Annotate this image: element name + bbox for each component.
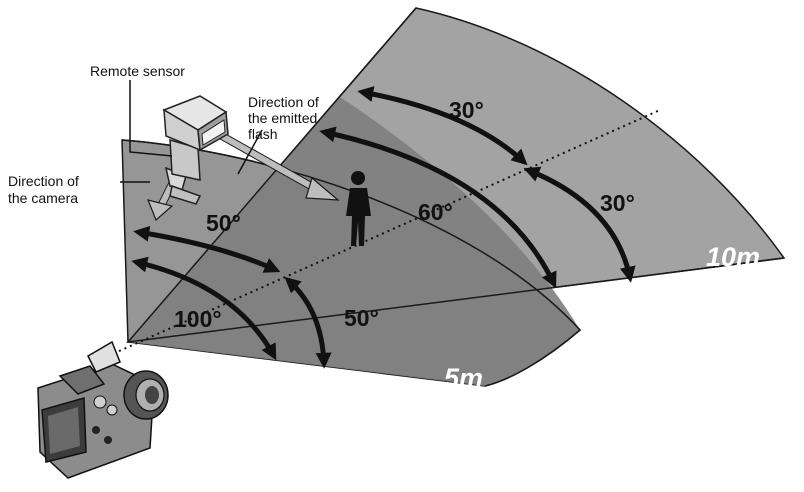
flash-direction-label-line2: the emitted [248,110,317,126]
flash-direction-arrowhead [305,176,340,201]
flash-direction-leader [237,129,263,175]
camera-direction-label-line2: the camera [8,190,78,206]
flash-unit-icon [162,95,229,205]
subject-person-icon [346,171,371,246]
angle-label-sensor-lower: 30° [600,190,635,216]
angle-label-sensor-upper: 30° [449,97,484,123]
flash-total-arrow [131,256,277,361]
angle-label-flash-vertical: 50° [206,210,241,236]
camera-direction-arrowhead [147,199,174,222]
angle-label-sensor-total: 60° [418,199,453,225]
distance-label-near: 5m [444,363,483,393]
camera-direction-label-line1: Direction of [8,173,79,189]
camera-icon [37,340,169,479]
angle-label-flash-total: 100° [174,306,222,332]
flash-horizontal-arrow [284,276,332,369]
sensor-lower-arrow [523,166,636,283]
remote-sensor-leader [129,80,173,157]
angle-label-flash-horizontal: 50° [344,305,379,331]
flash-direction-label-line1: Direction of [248,94,319,110]
flash-direction-arrow [220,133,320,193]
remote-sensor-label: Remote sensor [90,63,185,79]
distance-label-far: 10m [706,242,760,272]
flash-direction-label-line3: flash [248,126,278,142]
